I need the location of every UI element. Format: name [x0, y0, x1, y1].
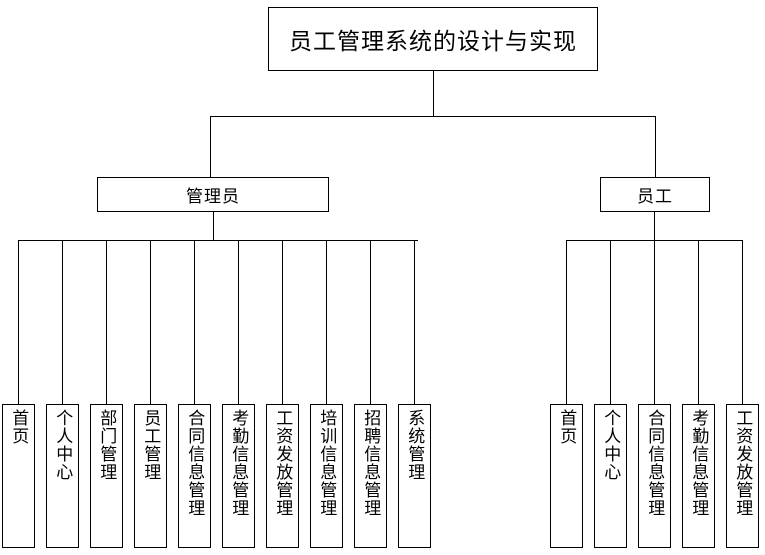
role-node-employee-label: 员工: [637, 187, 673, 206]
role-node-admin-label: 管理员: [186, 187, 240, 206]
leaf-node-admin-9-label: 招聘信息管理: [361, 409, 381, 517]
leaf-node-employee-2-label: 个人中心: [601, 409, 621, 481]
edge-admin-drop-5: [194, 240, 195, 404]
edge-admin-stem: [213, 212, 214, 240]
leaf-node-admin-10-label: 系统管理: [405, 409, 425, 481]
edge-root-stem: [433, 71, 434, 116]
leaf-node-admin-8: 培训信息管理: [310, 404, 343, 548]
leaf-node-employee-4: 考勤信息管理: [682, 404, 715, 548]
edge-root-bus: [210, 116, 656, 117]
leaf-node-admin-5: 合同信息管理: [178, 404, 211, 548]
leaf-node-admin-2: 个人中心: [46, 404, 79, 548]
edge-employee-drop-3: [654, 240, 655, 404]
leaf-node-admin-6-label: 考勤信息管理: [229, 409, 249, 517]
edge-employee-drop-4: [698, 240, 699, 404]
leaf-node-admin-6: 考勤信息管理: [222, 404, 255, 548]
leaf-node-admin-5-label: 合同信息管理: [185, 409, 205, 517]
role-node-admin: 管理员: [97, 177, 329, 212]
leaf-node-employee-5: 工资发放管理: [726, 404, 759, 548]
leaf-node-employee-3-label: 合同信息管理: [645, 409, 665, 517]
leaf-node-admin-7-label: 工资发放管理: [273, 409, 293, 517]
leaf-node-employee-4-label: 考勤信息管理: [689, 409, 709, 517]
edge-admin-drop-9: [370, 240, 371, 404]
leaf-node-admin-3-label: 部门管理: [97, 409, 117, 481]
leaf-node-admin-3: 部门管理: [90, 404, 123, 548]
edge-root-to-employee: [655, 116, 656, 177]
edge-admin-bus: [18, 240, 418, 241]
leaf-node-admin-9: 招聘信息管理: [354, 404, 387, 548]
edge-admin-drop-4: [150, 240, 151, 404]
leaf-node-employee-1-label: 首页: [557, 409, 577, 445]
leaf-node-admin-7: 工资发放管理: [266, 404, 299, 548]
leaf-node-employee-2: 个人中心: [594, 404, 627, 548]
leaf-node-employee-5-label: 工资发放管理: [733, 409, 753, 517]
leaf-node-employee-1: 首页: [550, 404, 583, 548]
root-node-label: 员工管理系统的设计与实现: [289, 28, 577, 54]
edge-admin-drop-1: [18, 240, 19, 404]
edge-employee-drop-2: [610, 240, 611, 404]
edge-admin-drop-3: [106, 240, 107, 404]
edge-admin-drop-10: [414, 240, 415, 404]
leaf-node-admin-2-label: 个人中心: [53, 409, 73, 481]
leaf-node-admin-4: 员工管理: [134, 404, 167, 548]
edge-employee-stem: [654, 212, 655, 240]
root-node-system-title: 员工管理系统的设计与实现: [268, 7, 598, 71]
edge-admin-drop-7: [282, 240, 283, 404]
leaf-node-admin-1-label: 首页: [9, 409, 29, 445]
edge-admin-drop-6: [238, 240, 239, 404]
leaf-node-employee-3: 合同信息管理: [638, 404, 671, 548]
role-node-employee: 员工: [600, 177, 710, 212]
edge-root-to-admin: [210, 116, 211, 177]
leaf-node-admin-1: 首页: [2, 404, 35, 548]
leaf-node-admin-4-label: 员工管理: [141, 409, 161, 481]
leaf-node-admin-8-label: 培训信息管理: [317, 409, 337, 517]
edge-admin-drop-8: [326, 240, 327, 404]
edge-employee-drop-1: [566, 240, 567, 404]
edge-admin-drop-2: [62, 240, 63, 404]
edge-employee-drop-5: [742, 240, 743, 404]
leaf-node-admin-10: 系统管理: [398, 404, 431, 548]
